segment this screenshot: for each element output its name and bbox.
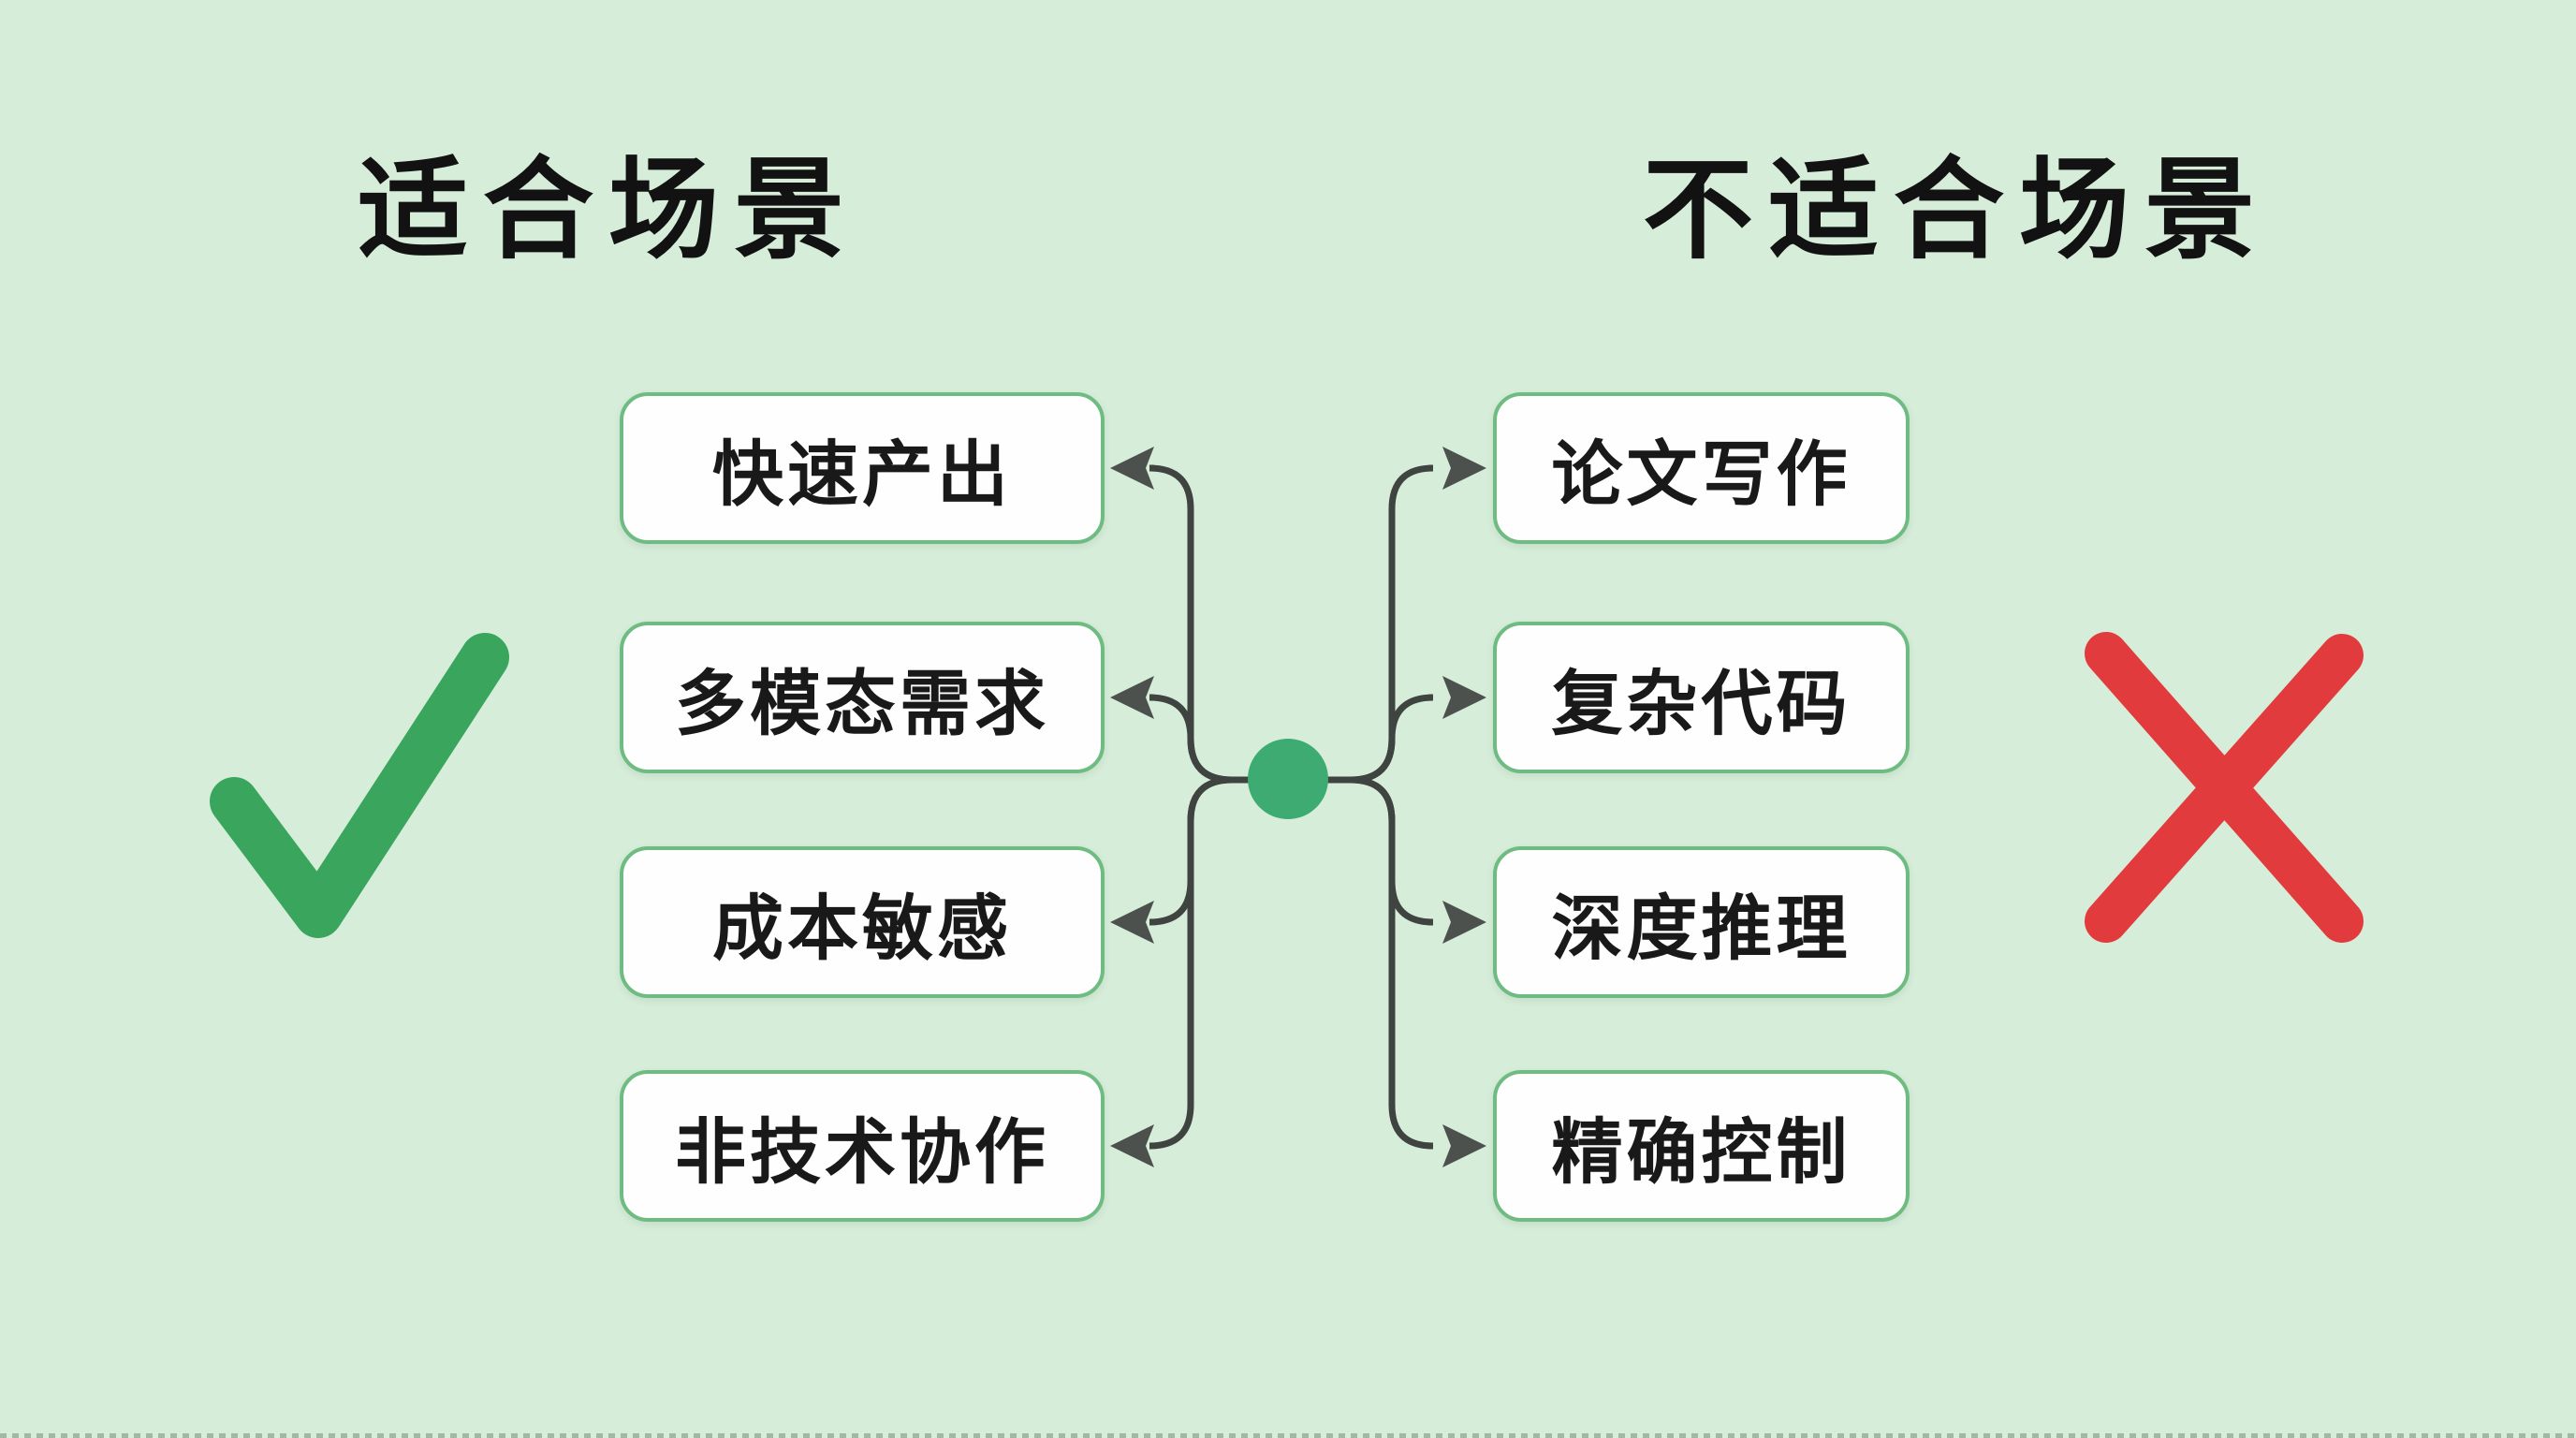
scenario-label: 快速产出: [712, 435, 1012, 515]
unsuitable-scenarios-title: 不适合场景: [1642, 149, 2270, 272]
check-mark-icon: [210, 633, 509, 938]
scenario-label: 成本敏感: [712, 889, 1012, 969]
scenario-label: 深度推理: [1551, 889, 1852, 969]
arrow-left-row1-icon: [1110, 447, 1154, 490]
connector-right-row4: [1284, 776, 1434, 1150]
scenario-label: 论文写作: [1551, 435, 1852, 515]
scenario-label: 复杂代码: [1551, 665, 1852, 744]
bottom-edge-artifact: [0, 1433, 2576, 1438]
scenario-box-deep-reasoning: 深度推理: [1493, 846, 1910, 998]
scenario-box-precise-control: 精确控制: [1493, 1070, 1910, 1222]
x-mark-icon: [2085, 632, 2364, 943]
scenario-box-paper-writing: 论文写作: [1493, 392, 1910, 544]
connector-left-row1: [1149, 464, 1292, 784]
left-connector-branches: [1110, 447, 1292, 1167]
connector-left-row4: [1149, 776, 1292, 1150]
arrow-right-row2-icon: [1442, 676, 1486, 719]
scenario-box-fast-output: 快速产出: [620, 392, 1105, 544]
scenario-label: 非技术协作: [675, 1113, 1049, 1193]
connector-left-row2: [1149, 694, 1292, 784]
scenario-label: 多模态需求: [675, 665, 1049, 744]
arrow-left-row2-icon: [1110, 676, 1154, 719]
right-connector-branches: [1284, 447, 1486, 1167]
scenario-label: 精确控制: [1551, 1113, 1852, 1193]
connector-right-row2: [1284, 694, 1434, 784]
arrow-left-row4-icon: [1110, 1124, 1154, 1167]
arrow-right-row1-icon: [1442, 447, 1486, 490]
scenario-box-multimodal-needs: 多模态需求: [620, 622, 1105, 773]
scenario-box-non-technical-collab: 非技术协作: [620, 1070, 1105, 1222]
arrow-right-row3-icon: [1442, 901, 1486, 944]
scenario-box-complex-code: 复杂代码: [1493, 622, 1910, 773]
connector-right-row1: [1284, 464, 1434, 784]
suitable-scenarios-title: 适合场景: [357, 149, 859, 272]
center-node-dot: [1248, 739, 1328, 819]
scenario-box-cost-sensitive: 成本敏感: [620, 846, 1105, 998]
arrow-left-row3-icon: [1110, 901, 1154, 944]
arrow-right-row4-icon: [1442, 1124, 1486, 1167]
